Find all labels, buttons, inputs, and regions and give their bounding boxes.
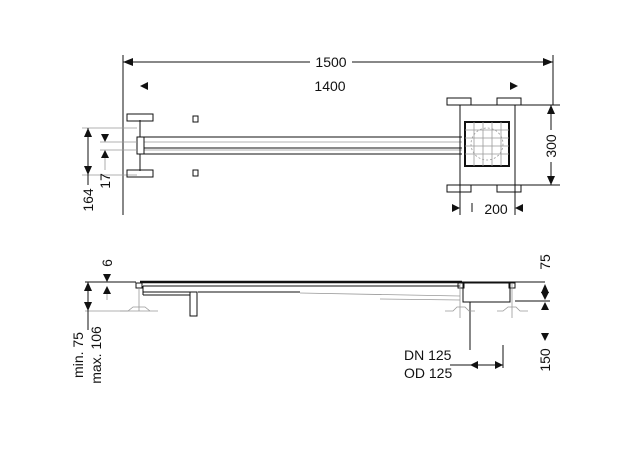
dimension-200: 200: [452, 201, 523, 217]
dimension-1400: 1400: [140, 78, 518, 94]
mounting-feet-left: [126, 113, 199, 178]
dim-150-label: 150: [537, 348, 553, 372]
dimension-17: 17: [97, 134, 113, 189]
drain-body-side: [457, 282, 516, 350]
dim-75-label: 75: [537, 254, 553, 270]
channel-side: [135, 280, 545, 317]
drain-body-top: [446, 97, 560, 215]
dimension-150: 150: [537, 333, 553, 372]
dimension-min-max: min. 75 max. 106: [70, 281, 150, 384]
dimension-75: 75: [515, 254, 553, 310]
dimension-6: 6: [99, 259, 115, 300]
dim-max-label: max. 106: [88, 326, 104, 384]
dimension-1500: 1500: [122, 54, 554, 215]
dimension-300: 300: [543, 105, 559, 185]
dim-17-label: 17: [97, 173, 113, 189]
pipe-dn-label: DN 125: [404, 347, 452, 363]
dim-1500-label: 1500: [315, 54, 346, 70]
side-view: 6 min. 75 max. 106 75 150 DN 125: [70, 254, 553, 384]
dimension-164: 164: [80, 128, 96, 212]
pipe-od-label: OD 125: [404, 365, 452, 381]
dim-200-label: 200: [484, 201, 508, 217]
dim-300-label: 300: [543, 134, 559, 158]
pipe-dimension: DN 125 OD 125: [404, 345, 504, 381]
top-view: 1500 1400: [80, 54, 560, 217]
dim-min-label: min. 75: [70, 332, 86, 378]
dim-1400-label: 1400: [314, 78, 345, 94]
channel-top: [82, 120, 462, 176]
dim-6-label: 6: [99, 259, 115, 267]
adjustable-feet: [120, 288, 528, 312]
dim-164-label: 164: [80, 188, 96, 212]
